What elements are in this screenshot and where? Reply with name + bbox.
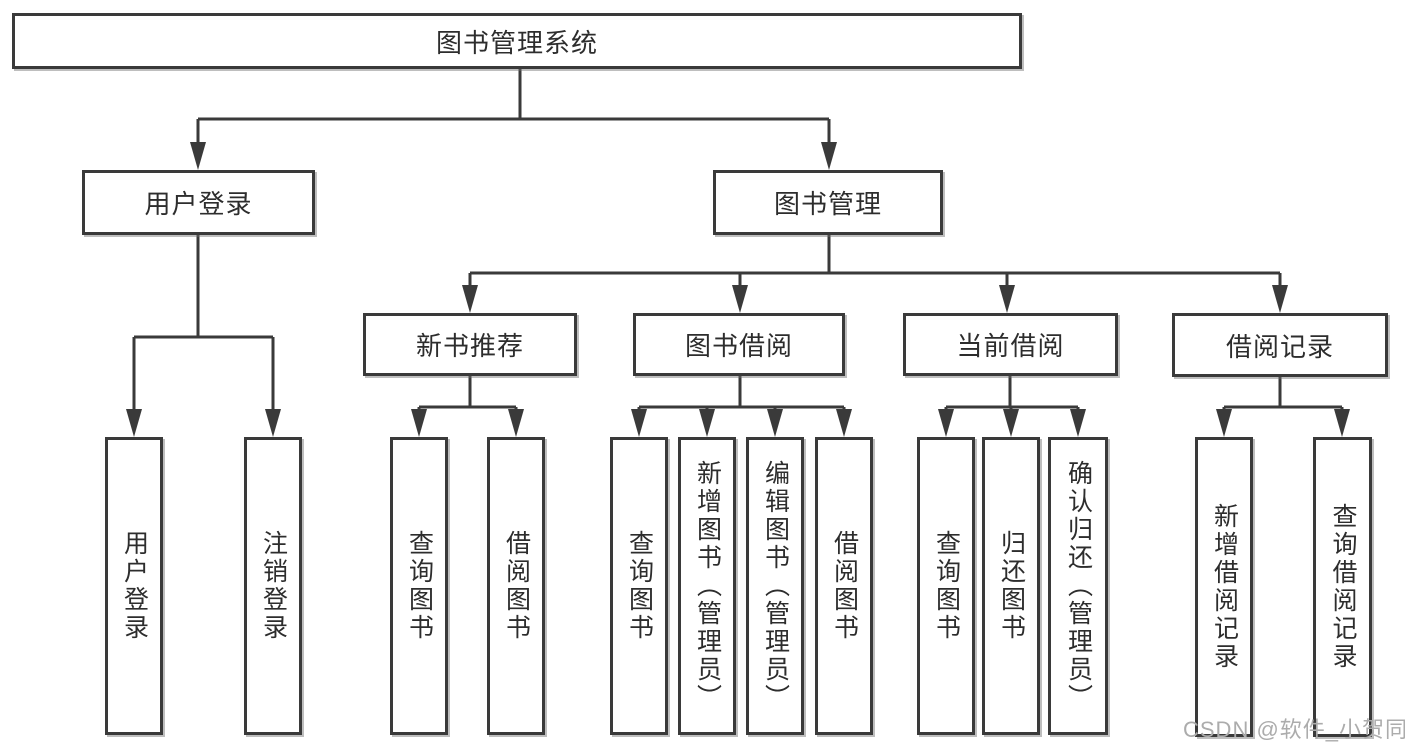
leaf-br-query-record-label: 查询借阅记录: [1329, 503, 1357, 671]
leaf-bb-borrow-books-label: 借阅图书: [830, 530, 859, 642]
leaf-nb-query-books: 查询图书: [390, 437, 448, 735]
node-new-book-recommend-label: 新书推荐: [415, 331, 524, 361]
leaf-nb-borrow-books-label: 借阅图书: [502, 530, 531, 642]
leaf-logout-label: 注销登录: [259, 530, 288, 642]
leaf-nb-query-books-label: 查询图书: [405, 530, 434, 642]
node-root: 图书管理系统: [12, 13, 1022, 69]
leaf-cb-query-books: 查询图书: [917, 437, 975, 735]
leaf-bb-edit-books-admin-label: 编辑图书（管理员）: [761, 460, 790, 712]
node-root-label: 图书管理系统: [435, 27, 598, 58]
leaf-bb-add-books-admin: 新增图书（管理员）: [678, 437, 736, 735]
node-book-management: 图书管理: [713, 170, 943, 235]
leaf-cb-confirm-return-admin-label: 确认归还（管理员）: [1064, 460, 1093, 712]
node-user-login-label: 用户登录: [144, 189, 253, 219]
node-current-borrow-label: 当前借阅: [956, 331, 1065, 361]
leaf-nb-borrow-books: 借阅图书: [487, 437, 545, 735]
leaf-cb-query-books-label: 查询图书: [932, 530, 961, 642]
leaf-bb-borrow-books: 借阅图书: [815, 437, 873, 735]
leaf-br-add-record-label: 新增借阅记录: [1210, 503, 1239, 671]
node-borrow-records: 借阅记录: [1172, 313, 1388, 377]
node-book-borrow-label: 图书借阅: [684, 331, 793, 361]
leaf-br-query-record: 查询借阅记录: [1313, 437, 1372, 737]
leaf-br-add-record: 新增借阅记录: [1195, 437, 1253, 737]
leaf-bb-query-books-label: 查询图书: [625, 530, 654, 642]
leaf-user-login: 用户登录: [105, 437, 163, 735]
node-book-borrow: 图书借阅: [633, 313, 845, 376]
leaf-user-login-label: 用户登录: [120, 530, 149, 642]
leaf-bb-edit-books-admin: 编辑图书（管理员）: [746, 437, 804, 735]
node-book-management-label: 图书管理: [773, 189, 882, 219]
csdn-watermark: CSDN @软件_小贺同学: [1183, 717, 1405, 742]
leaf-cb-confirm-return-admin: 确认归还（管理员）: [1048, 437, 1108, 735]
leaf-bb-add-books-admin-label: 新增图书（管理员）: [693, 460, 722, 712]
leaf-bb-query-books: 查询图书: [610, 437, 668, 735]
node-user-login: 用户登录: [82, 170, 315, 235]
node-new-book-recommend: 新书推荐: [363, 313, 577, 376]
leaf-logout: 注销登录: [244, 437, 302, 735]
node-current-borrow: 当前借阅: [903, 313, 1118, 376]
node-borrow-records-label: 借阅记录: [1225, 331, 1334, 362]
leaf-cb-return-books: 归还图书: [982, 437, 1040, 735]
leaf-cb-return-books-label: 归还图书: [997, 530, 1026, 642]
